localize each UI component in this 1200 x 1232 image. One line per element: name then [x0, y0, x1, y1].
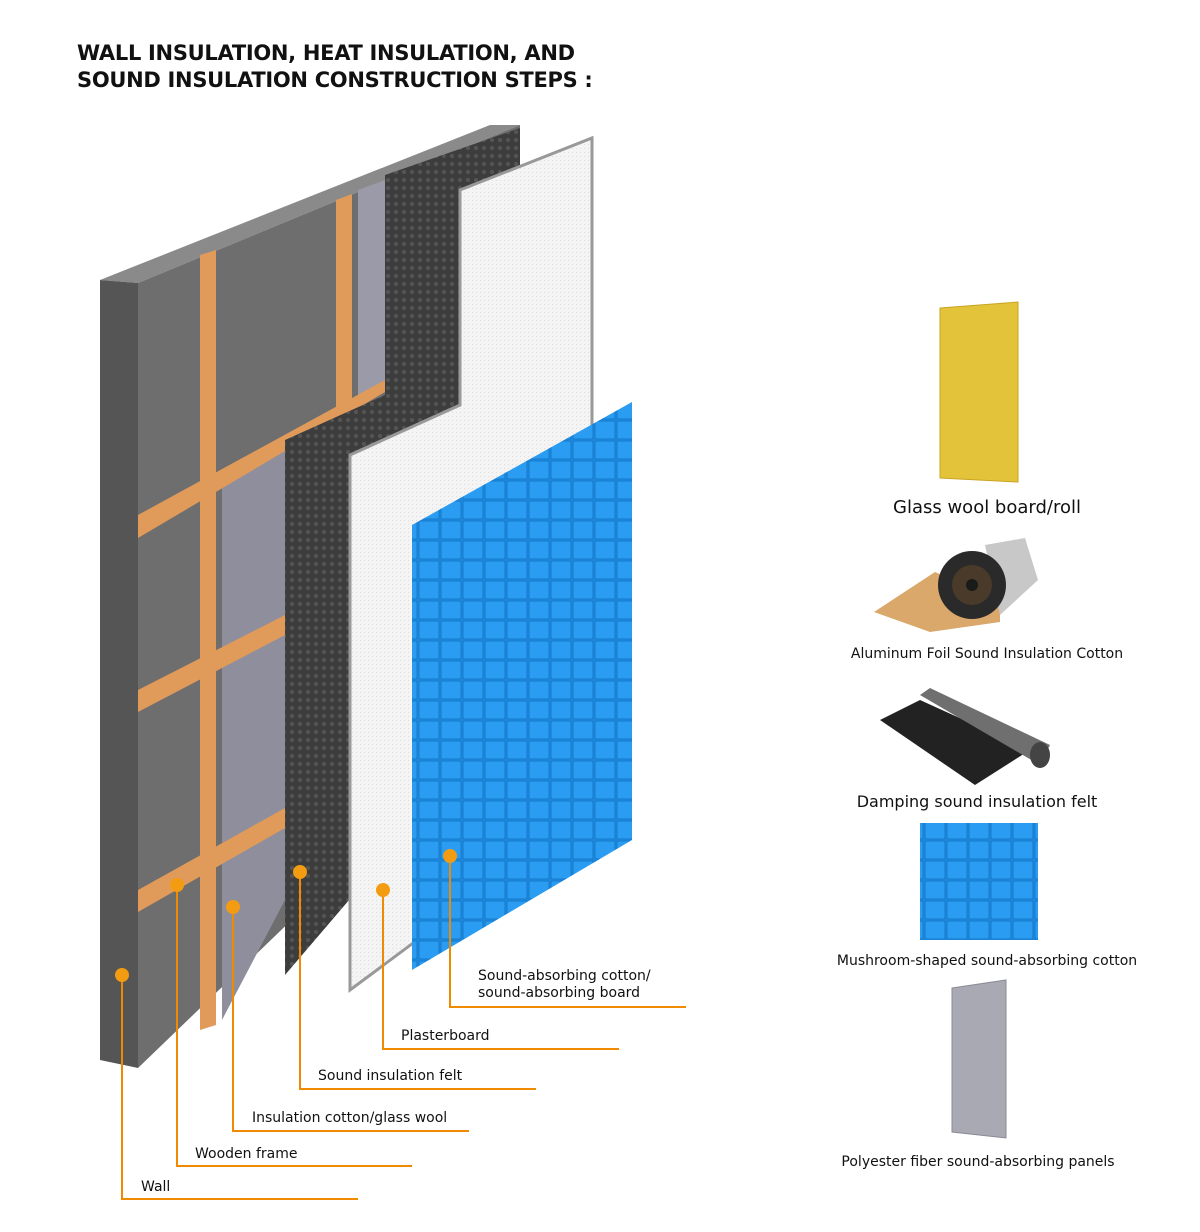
polyester-panel-image — [951, 979, 1007, 1139]
aluminum-foil-roll-image — [874, 538, 1038, 632]
label-plasterboard: Plasterboard — [401, 1028, 490, 1044]
product-label-damping-felt: Damping sound insulation felt — [856, 792, 1098, 811]
insulation-cotton — [222, 180, 385, 1020]
label-insulation: Insulation cotton/glass wool — [252, 1110, 448, 1126]
plasterboard-dot — [376, 883, 390, 897]
callout-lines — [121, 856, 686, 1200]
label-absorbing: Sound-absorbing cotton/ sound-absorbing … — [478, 968, 651, 1002]
label-felt: Sound insulation felt — [318, 1068, 463, 1084]
wooden-frame-dot — [170, 878, 184, 892]
insulation-dot — [226, 900, 240, 914]
absorbing-dot — [443, 849, 457, 863]
title-line-2: SOUND INSULATION CONSTRUCTION STEPS : — [77, 68, 593, 92]
label-absorbing-line-2: sound-absorbing board — [478, 985, 641, 1001]
glass-wool-image — [939, 301, 1019, 483]
mushroom-foam-image — [920, 823, 1038, 940]
page-title: WALL INSULATION, HEAT INSULATION, AND SO… — [77, 40, 593, 94]
damping-felt-roll-image — [880, 688, 1050, 785]
label-wooden-frame: Wooden frame — [195, 1146, 298, 1162]
wall-dot — [115, 968, 129, 982]
sound-absorbing-board — [412, 402, 632, 970]
callout-dots — [115, 849, 457, 982]
product-label-mushroom-foam: Mushroom-shaped sound-absorbing cotton — [836, 953, 1138, 969]
product-label-polyester: Polyester fiber sound-absorbing panels — [841, 1154, 1115, 1170]
title-line-1: WALL INSULATION, HEAT INSULATION, AND — [77, 41, 575, 65]
product-label-aluminum-foil: Aluminum Foil Sound Insulation Cotton — [850, 646, 1124, 662]
felt-dot — [293, 865, 307, 879]
label-absorbing-line-1: Sound-absorbing cotton/ — [478, 968, 651, 984]
label-wall: Wall — [141, 1179, 171, 1195]
product-label-glass-wool: Glass wool board/roll — [893, 497, 1081, 518]
